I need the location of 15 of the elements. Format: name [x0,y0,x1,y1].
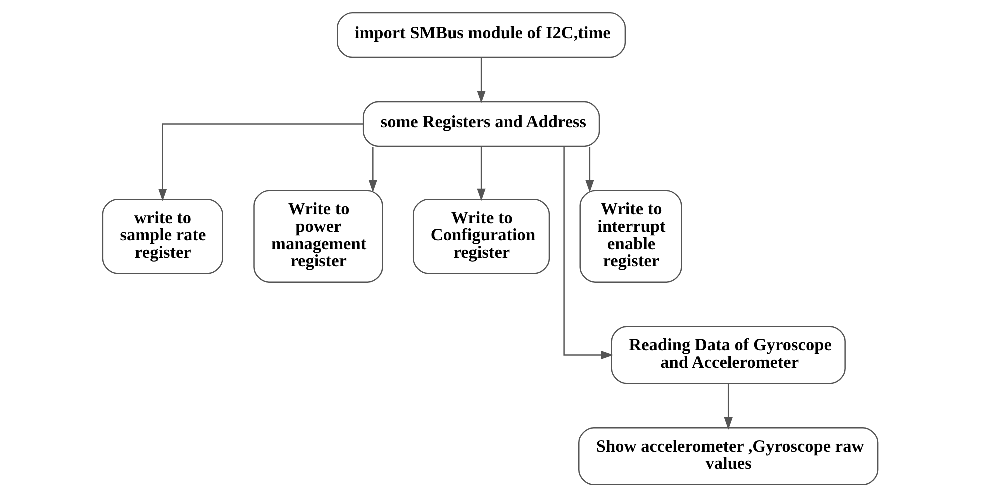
arrow [724,384,733,430]
node-box: write to sample rate register [102,198,224,274]
node-box: import SMBus module of I2C,time [337,12,626,58]
arrow [368,147,378,193]
node-box: Write to power management register [254,190,384,283]
node-box: Show accelerometer ,Gyroscope raw values [578,428,879,486]
node-box: some Registers and Address [362,101,600,148]
node-box: Write to Configuration register [412,198,550,274]
arrow [477,58,486,104]
arrow [158,124,364,202]
arrow [586,147,594,193]
arrow [564,146,614,360]
arrow [477,147,486,202]
node-box: Reading Data of Gyroscope and Accelerometer [611,326,846,384]
node-box: Write to interrupt enable register [580,190,682,283]
